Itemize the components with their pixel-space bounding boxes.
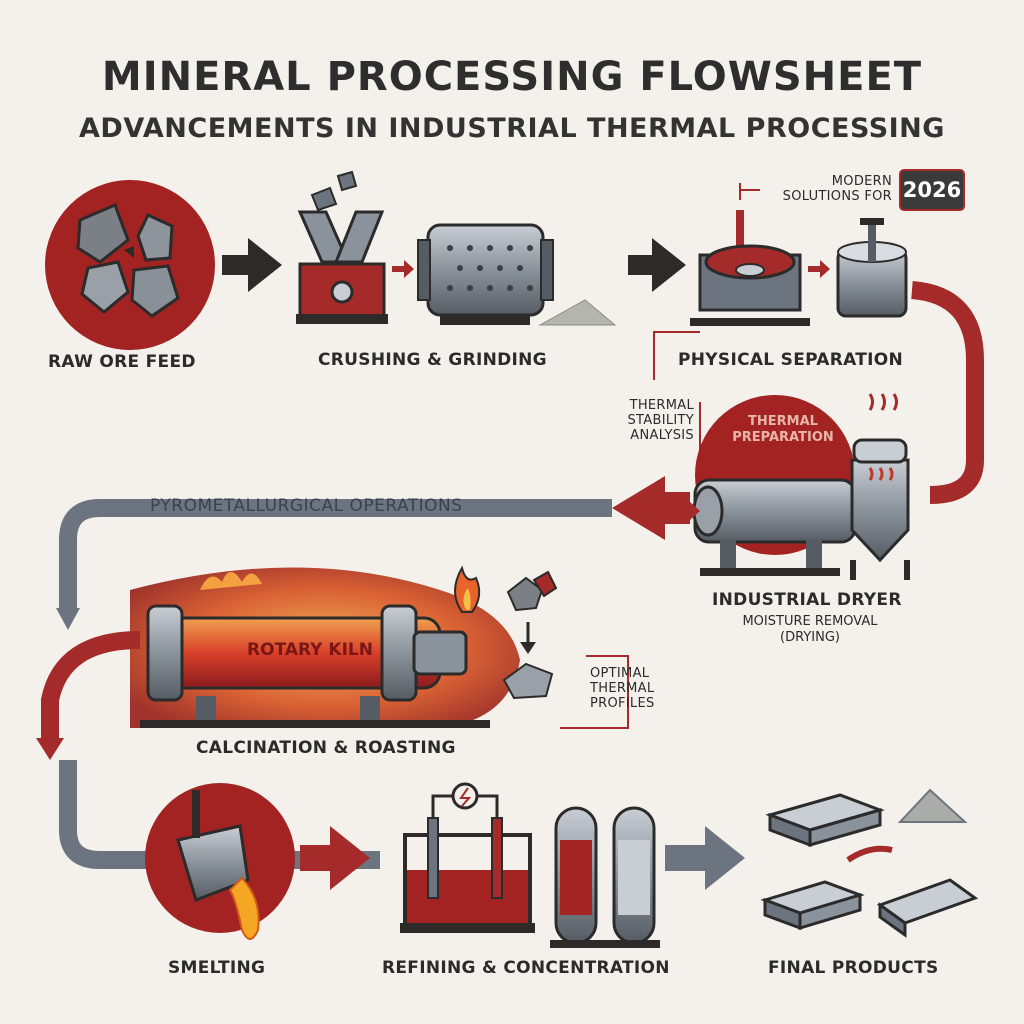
label-calcination: CALCINATION & ROASTING <box>196 738 456 758</box>
flow-arrow-2 <box>628 238 686 292</box>
year-badge-box <box>899 169 965 211</box>
page-title: MINERAL PROCESSING FLOWSHEET <box>101 54 923 100</box>
page-subtitle: ADVANCEMENTS IN INDUSTRIAL THERMAL PROCE… <box>79 113 945 144</box>
note-stability-1: THERMAL <box>629 398 694 413</box>
badge-year: 2026 <box>902 178 962 202</box>
flotation-tank-icon <box>836 218 908 318</box>
flow-arrow-1 <box>222 238 282 292</box>
smelting-icon <box>145 783 295 940</box>
rotary-kiln-icon <box>130 567 520 728</box>
ore-chunks-icon <box>502 570 558 700</box>
separator-icon <box>690 210 810 326</box>
thermal-prep-2: PREPARATION <box>732 430 834 445</box>
badge-line-2: SOLUTIONS FOR <box>782 189 892 204</box>
note-profiles-3: PROFILES <box>590 696 655 711</box>
label-refining: REFINING & CONCENTRATION <box>382 958 670 978</box>
refining-icon <box>400 782 660 948</box>
note-stability-3: ANALYSIS <box>630 428 694 443</box>
label-smelting: SMELTING <box>168 958 266 978</box>
label-raw-ore: RAW ORE FEED <box>48 352 196 372</box>
dryer-icon <box>692 393 910 580</box>
raw-ore-icon <box>45 180 215 350</box>
flow-arrow-refining <box>665 826 745 890</box>
thermal-prep-1: THERMAL <box>748 414 818 429</box>
ball-mill-icon <box>417 223 617 326</box>
final-products-icon <box>760 788 979 938</box>
note-profiles: OPTIMAL THERMAL PROFILES <box>590 666 690 711</box>
label-pyro: PYROMETALLURGICAL OPERATIONS <box>150 496 463 516</box>
dryer-sub-2: (DRYING) <box>780 630 840 645</box>
flow-arrow-smelting <box>300 826 370 890</box>
label-dryer: INDUSTRIAL DRYER <box>712 590 902 610</box>
note-profiles-1: OPTIMAL <box>590 666 650 681</box>
return-arrow <box>612 476 690 540</box>
label-final: FINAL PRODUCTS <box>768 958 939 978</box>
label-kiln: ROTARY KILN <box>247 640 373 660</box>
note-stability: THERMAL STABILITY ANALYSIS <box>600 398 694 443</box>
badge-text: MODERN SOLUTIONS FOR <box>768 174 892 204</box>
crusher-icon <box>296 170 388 324</box>
label-separation: PHYSICAL SEPARATION <box>678 350 904 370</box>
dryer-sub: MOISTURE REMOVAL (DRYING) <box>700 614 920 646</box>
dryer-sub-1: MOISTURE REMOVAL <box>742 614 878 629</box>
note-profiles-2: THERMAL <box>590 681 655 696</box>
flame-icon <box>454 565 481 613</box>
label-crushing: CRUSHING & GRINDING <box>318 350 547 370</box>
note-stability-2: STABILITY <box>627 413 694 428</box>
badge-line-1: MODERN <box>831 174 892 189</box>
thermal-prep-label: THERMAL PREPARATION <box>720 414 846 446</box>
